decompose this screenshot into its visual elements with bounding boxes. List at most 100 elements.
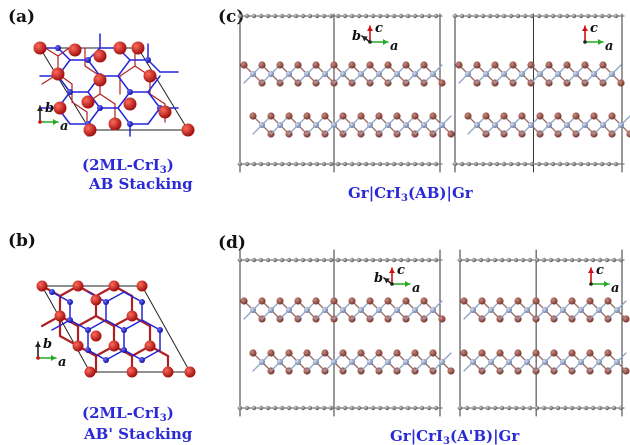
c-right-cr-0-567 <box>573 71 579 77</box>
c-left-iodine-up-1-271 <box>267 112 275 120</box>
red-atom-a-0 <box>33 41 47 55</box>
d-left-carbon-0-338 <box>335 257 341 263</box>
c-right-cr-0-549 <box>555 71 561 77</box>
d-right-iodine-up-0-572 <box>568 297 576 305</box>
blue-bond-b-14 <box>141 349 161 361</box>
c-left-iodine-up-1-253 <box>249 112 257 120</box>
panel-a-top-view: ba <box>33 33 195 137</box>
d-right-carbon-0-621 <box>618 257 624 263</box>
c-right-carbon-1-462 <box>459 161 465 167</box>
caption-b-line2: AB' Stacking <box>83 425 193 443</box>
c-left-cr-1-271 <box>277 122 283 128</box>
d-right-iodine-up-1-518 <box>514 349 522 357</box>
red-atom-b-5 <box>126 310 138 322</box>
c-left-carbon-0-317 <box>314 13 320 19</box>
d-left-iodine-up-0-352 <box>348 297 356 305</box>
axes-d-left-vert-label: c <box>397 263 405 278</box>
c-left-carbon-1-338 <box>335 161 341 167</box>
d-left-carbon-1-261 <box>258 405 264 411</box>
d-left-carbon-1-373 <box>370 405 376 411</box>
d-left-iodine-up-0-280 <box>276 297 284 305</box>
c-right-carbon-1-511 <box>508 161 514 167</box>
c-left-carbon-0-296 <box>293 13 299 19</box>
axes-c-left-vert-arrow-head <box>367 26 373 31</box>
c-left-carbon-1-324 <box>321 161 327 167</box>
axes-b-origin <box>36 356 40 360</box>
c-left-carbon-1-310 <box>307 161 313 167</box>
c-right-carbon-1-476 <box>473 161 479 167</box>
c-left-carbon-1-317 <box>314 161 320 167</box>
red-atom-a-9 <box>108 117 122 131</box>
d-left-carbon-0-373 <box>370 257 376 263</box>
c-left-iodine-up-0-388 <box>384 61 392 69</box>
d-left-carbon-1-310 <box>307 405 313 411</box>
c-left-iodine-up-0-298 <box>294 61 302 69</box>
d-left-iodine-up-0-334 <box>330 297 338 305</box>
d-right-cr-1-518 <box>524 359 530 365</box>
blue-atom-b-3 <box>121 327 127 333</box>
c-right-carbon-0-553 <box>550 13 556 19</box>
c-left-iodine-up-1-433 <box>429 112 437 120</box>
c-left-carbon-1-429 <box>426 161 432 167</box>
c-left-iodine-up-0-334 <box>330 61 338 69</box>
c-left-carbon-0-338 <box>335 13 341 19</box>
d-right-carbon-0-495 <box>492 257 498 263</box>
red-atom-b-13 <box>84 366 96 378</box>
c-right-cr-1-558 <box>564 122 570 128</box>
d-right-carbon-1-607 <box>604 405 610 411</box>
c-right-carbon-1-546 <box>543 161 549 167</box>
c-left-carbon-1-303 <box>300 161 306 167</box>
red-atom-a-13 <box>53 101 67 115</box>
d-right-cr-0-464 <box>470 307 476 313</box>
c-right-cr-0-531 <box>537 71 543 77</box>
c-left-iodine-up-0-370 <box>366 61 374 69</box>
c-left-iodine-up-1-397 <box>393 112 401 120</box>
d-left-carbon-1-324 <box>321 405 327 411</box>
d-right-carbon-0-607 <box>604 257 610 263</box>
d-left-carbon-0-359 <box>356 257 362 263</box>
c-left-carbon-1-296 <box>293 161 299 167</box>
blue-atom-b-1 <box>103 299 109 305</box>
d-right-carbon-1-537 <box>534 405 540 411</box>
d-left-cr-1-271 <box>277 359 283 365</box>
blue-bond-b-6 <box>105 291 125 303</box>
c-right-carbon-1-588 <box>585 161 591 167</box>
red-bond-a-14 <box>149 93 166 105</box>
c-left-carbon-1-373 <box>370 161 376 167</box>
d-left-iodine-up-0-244 <box>240 297 248 305</box>
red-atom-a-1 <box>68 43 82 57</box>
d-left-iodine-up-0-406 <box>402 297 410 305</box>
blue-bond-a-18 <box>147 75 161 93</box>
d-right-carbon-1-593 <box>590 405 596 411</box>
c-left-carbon-1-352 <box>349 161 355 167</box>
blue-atom-b-6 <box>139 357 145 363</box>
d-right-carbon-0-593 <box>590 257 596 263</box>
d-left-iodine-up-1-307 <box>303 349 311 357</box>
blue-bond-a-26 <box>87 107 101 125</box>
d-left-carbon-1-345 <box>342 405 348 411</box>
d-left-carbon-0-275 <box>272 257 278 263</box>
c-right-carbon-0-574 <box>571 13 577 19</box>
c-right-carbon-0-497 <box>494 13 500 19</box>
c-right-carbon-0-518 <box>515 13 521 19</box>
d-right-carbon-0-572 <box>569 257 575 263</box>
d-left-carbon-0-429 <box>426 257 432 263</box>
d-left-carbon-1-275 <box>272 405 278 411</box>
axes-c-right-a-arrow <box>584 39 604 45</box>
d-right-carbon-0-530 <box>527 257 533 263</box>
c-left-carbon-1-422 <box>419 161 425 167</box>
d-left-carbon-1-247 <box>244 405 250 411</box>
d-left-cr-0-280 <box>286 307 292 313</box>
d-left-carbon-1-380 <box>377 405 383 411</box>
d-left-carbon-1-282 <box>279 405 285 411</box>
c-right-carbon-1-602 <box>599 161 605 167</box>
c-left-carbon-0-310 <box>307 13 313 19</box>
c-right-carbon-1-518 <box>515 161 521 167</box>
d-right-iodine-up-1-536 <box>532 349 540 357</box>
c-right-carbon-0-609 <box>606 13 612 19</box>
axes-d-left-b-arrow-head <box>384 278 390 284</box>
axes-c-right-vert-arrow <box>582 25 588 43</box>
c-right-carbon-0-511 <box>508 13 514 19</box>
axes-d-right-vert-label: c <box>596 263 604 278</box>
